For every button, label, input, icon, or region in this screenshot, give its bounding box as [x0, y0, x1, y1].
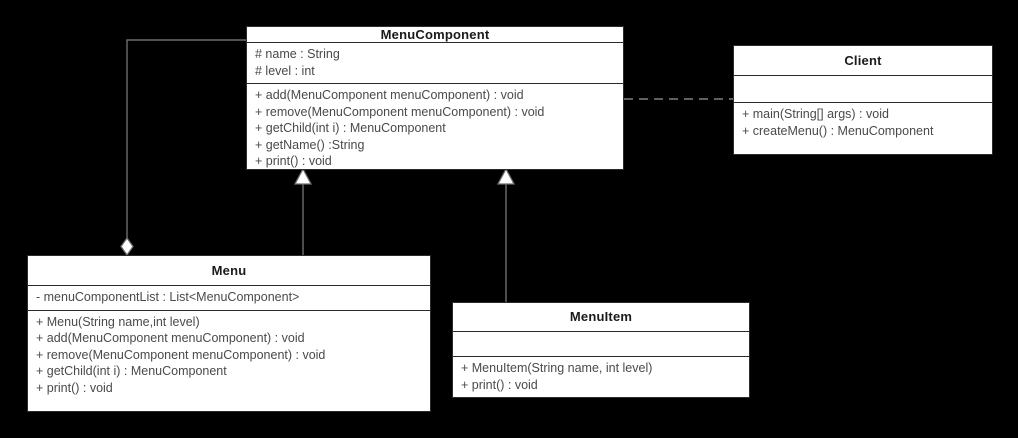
method-item: + print() : void	[36, 380, 113, 395]
attributes-compartment-client	[734, 75, 992, 102]
class-name-menu: Menu	[211, 263, 247, 278]
method-item: + getChild(int i) : MenuComponent	[36, 364, 227, 378]
class-box-menu[interactable]: Menu - menuComponentList : List<MenuComp…	[27, 255, 431, 412]
method-item: + remove(MenuComponent menuComponent) : …	[36, 347, 326, 362]
method-item: + getName() :String	[255, 137, 365, 152]
method-item: + Menu(String name,int level)	[36, 314, 200, 329]
attributes-compartment-menuitem	[453, 330, 749, 356]
method-item: + MenuItem(String name, int level)	[461, 361, 653, 375]
class-name-client: Client	[844, 53, 882, 68]
method-item: + add(MenuComponent menuComponent) : voi…	[255, 88, 524, 102]
aggregation-menucomponent-menu	[120, 39, 246, 257]
attribute-item: # name : String	[255, 47, 340, 61]
attributes-compartment-menucomponent: # name : String # level : int	[247, 42, 623, 83]
method-item: + remove(MenuComponent menuComponent) : …	[255, 104, 545, 119]
methods-compartment-client: + main(String[] args) : void + createMen…	[734, 102, 992, 143]
attribute-item: # level : int	[255, 63, 315, 78]
class-box-client[interactable]: Client + main(String[] args) : void + cr…	[733, 45, 993, 155]
class-box-menuitem[interactable]: MenuItem + MenuItem(String name, int lev…	[452, 302, 750, 398]
method-item: + getChild(int i) : MenuComponent	[255, 121, 446, 135]
attribute-item: - menuComponentList : List<MenuComponent…	[36, 290, 300, 304]
class-name-menuitem: MenuItem	[569, 309, 633, 325]
method-item: + add(MenuComponent menuComponent) : voi…	[36, 331, 305, 345]
methods-compartment-menuitem: + MenuItem(String name, int level) + pri…	[453, 356, 749, 397]
method-item: + print() : void	[461, 377, 538, 392]
method-item: + print() : void	[255, 154, 332, 168]
generalization-menu-menucomponent	[293, 167, 313, 255]
method-item: + main(String[] args) : void	[742, 107, 889, 121]
hollow-diamond-marker	[120, 236, 134, 257]
attributes-compartment-menu: - menuComponentList : List<MenuComponent…	[28, 285, 430, 310]
class-box-menucomponent[interactable]: MenuComponent # name : String # level : …	[246, 26, 624, 170]
generalization-menuitem-menucomponent	[496, 167, 516, 302]
method-item: + createMenu() : MenuComponent	[742, 123, 934, 138]
methods-compartment-menu: + Menu(String name,int level) + add(Menu…	[28, 309, 430, 401]
class-name-menucomponent: MenuComponent	[380, 27, 490, 42]
methods-compartment-menucomponent: + add(MenuComponent menuComponent) : voi…	[247, 83, 623, 174]
